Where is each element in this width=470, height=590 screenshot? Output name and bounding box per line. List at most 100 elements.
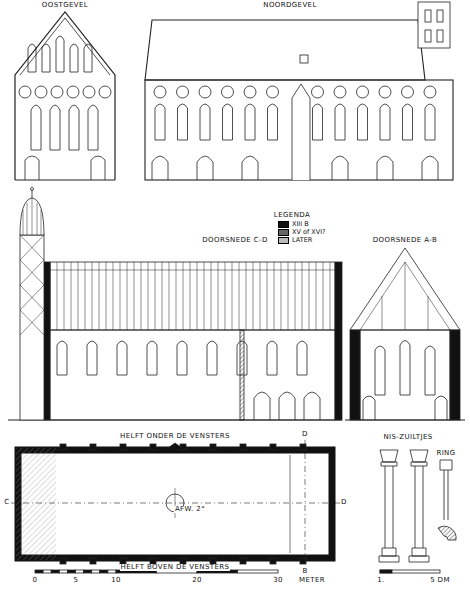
drawing-stroke [375,341,435,396]
drawing-stroke [18,450,332,558]
drawing-stroke [51,570,59,573]
drawing-stroke [20,18,110,75]
drawing-stroke [176,262,177,330]
drawing-stroke [438,526,456,540]
drawing-stroke [225,262,226,330]
drawing-stroke [380,570,440,573]
drawing-label: 20 [191,577,203,584]
drawing-stroke [57,341,67,375]
drawing-stroke [60,444,306,564]
drawing-stroke [19,86,31,98]
drawing-label: NOORDGEVEL [262,2,317,9]
drawing-stroke [43,570,51,573]
drawing-stroke [379,450,399,562]
drawing-stroke [358,104,368,140]
drawing-stroke [88,105,98,150]
drawing-stroke [332,156,348,180]
drawing-stroke [437,10,443,22]
drawing-label: 0 [32,577,39,584]
drawing-stroke [240,444,246,450]
drawing-stroke [345,419,465,420]
drawing-stroke [117,341,127,375]
drawing-label: DOORSNEDE C-D [201,237,268,244]
drawing-stroke [237,341,247,375]
drawing-stroke [297,341,307,375]
drawing-stroke [183,262,184,330]
drawing-stroke [316,262,317,330]
drawing-stroke [127,262,128,330]
drawing-stroke [335,104,345,140]
drawing-stroke [69,105,79,150]
drawing-stroke [145,80,453,180]
drawing-stroke [76,570,84,573]
drawing-stroke [450,330,460,420]
drawing-stroke [42,44,50,72]
legend-swatch [278,229,289,236]
drawing-stroke [240,558,246,564]
drawing-stroke [281,262,282,330]
drawing-stroke [23,198,41,235]
drawing-stroke [204,262,205,330]
drawing-stroke [85,262,86,330]
drawing-stroke [31,188,34,191]
drawing-stroke [279,392,295,420]
legend-row: XIII B [278,221,309,228]
drawing-stroke [335,262,342,420]
legend-text: LATER [292,237,312,244]
drawing-stroke [92,570,100,573]
drawing-stroke [245,104,255,140]
drawing-stroke [152,86,438,180]
drawing-stroke [210,444,216,450]
drawing-stroke [211,262,212,330]
drawing-stroke [268,104,278,140]
drawing-label: RING [435,450,456,457]
drawing-stroke [56,36,64,72]
drawing-stroke [15,179,115,180]
drawing-stroke [25,156,105,180]
drawing-stroke [267,86,279,98]
drawing-stroke [70,44,78,72]
drawing-stroke [334,86,346,98]
drawing-stroke [35,570,43,573]
drawing-stroke [106,262,107,330]
drawing-stroke [84,44,92,72]
drawing-stroke [50,330,335,420]
drawing-stroke [422,156,438,180]
drawing-stroke [424,86,436,98]
drawing-stroke [141,262,142,330]
drawing-stroke [83,86,95,98]
drawing-stroke [207,341,217,375]
drawing-stroke [199,86,211,98]
drawing-stroke [71,262,72,330]
drawing-stroke [20,235,44,335]
drawing-stroke [19,36,111,180]
drawing-stroke [377,156,393,180]
drawing-stroke [59,570,67,573]
drawing-stroke [177,86,189,98]
drawing-label: DOORSNEDE A-B [372,237,438,244]
drawing-stroke [270,558,276,564]
drawing-stroke [16,448,56,560]
drawing-stroke [379,86,391,98]
legend-swatch [278,237,289,244]
drawing-label: 5 [73,577,80,584]
drawing-stroke [274,262,275,330]
drawing-stroke [87,341,97,375]
legend-text: XV of XVI? [292,229,326,236]
drawing-stroke [67,86,79,98]
drawing-stroke [425,10,431,22]
drawing-stroke [244,86,256,98]
drawing-stroke [309,262,310,330]
drawing-stroke [232,262,233,330]
drawing-stroke [239,262,240,330]
drawing-stroke [253,262,254,330]
drawing-label: NIS-ZUILTJES [382,434,433,441]
drawing-stroke [305,440,306,566]
drawing-stroke [169,262,170,330]
drawing-stroke [8,419,342,420]
drawing-stroke [197,262,198,330]
drawing-stroke [304,392,320,420]
drawing-label: D [301,431,309,438]
drawing-stroke [152,156,168,180]
